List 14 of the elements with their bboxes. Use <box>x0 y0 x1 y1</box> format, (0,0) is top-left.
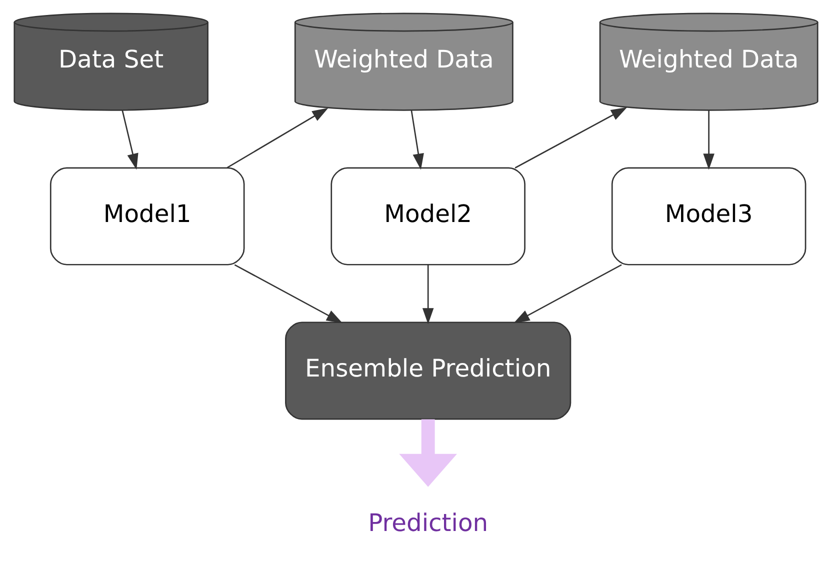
arrow <box>234 264 343 324</box>
node-box: Model3 <box>611 167 806 266</box>
arrow <box>226 108 328 168</box>
node-box: Model1 <box>50 167 245 266</box>
arrow <box>514 107 628 168</box>
arrow <box>514 264 622 324</box>
arrow <box>703 110 714 170</box>
node-text: Prediction <box>368 509 488 538</box>
arrow <box>122 110 138 170</box>
node-box: Ensemble Prediction <box>285 322 572 420</box>
arrow <box>410 110 424 170</box>
arrow <box>422 264 434 324</box>
arrow <box>399 419 457 487</box>
node-box: Model2 <box>330 167 526 266</box>
